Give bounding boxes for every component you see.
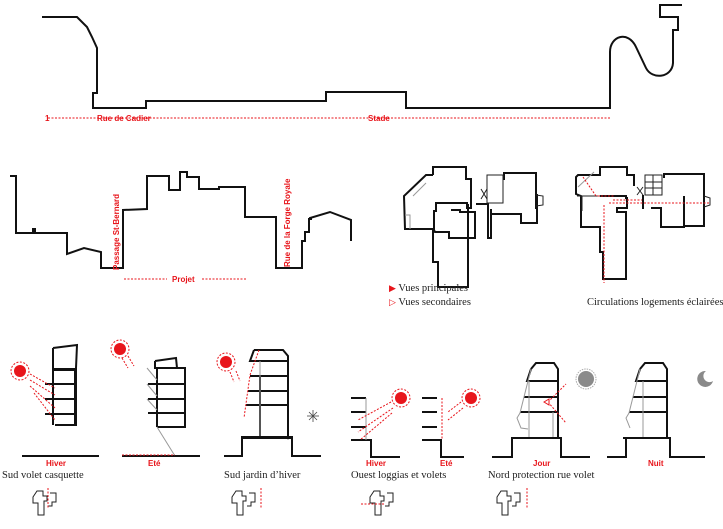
section-nord-jour-building — [514, 362, 559, 439]
middle-street-section — [10, 171, 352, 280]
section-nord-nuit-building — [623, 362, 668, 439]
label-sud-hiver: Hiver — [46, 459, 67, 468]
circulation-caption: Circulations logements éclairées — [587, 297, 723, 308]
label-ouest-hiver: Hiver — [366, 459, 387, 468]
label-nord-nuit: Nuit — [648, 459, 664, 468]
section-nord-jour-view — [547, 383, 567, 424]
sun-rays-incident — [447, 401, 464, 421]
label-sud-ete: Eté — [148, 459, 161, 468]
sun-rays — [110, 339, 130, 359]
sun-rays — [461, 388, 481, 408]
sun-rays — [391, 388, 411, 408]
sun-rays-incident — [229, 370, 241, 383]
moon-icon — [697, 370, 713, 387]
middle-section-right-building — [302, 210, 352, 242]
section-sud-ete-shade-lines — [146, 367, 176, 457]
label-ouest-ete: Eté — [440, 459, 453, 468]
project-label: Projet — [172, 275, 195, 284]
key-plan-sud-jardin — [231, 488, 262, 516]
key-plan-ouest — [361, 490, 394, 516]
section-nord-nuit-ground — [607, 437, 705, 458]
sun-icon — [114, 343, 126, 355]
sun-rays-incident — [121, 355, 135, 369]
key-plan-outline — [32, 490, 57, 516]
primary-view-icon: ▶ — [389, 283, 396, 293]
plan-circulation-bay — [703, 195, 711, 208]
key-plan-outline — [369, 490, 394, 516]
top-section-start-label: 1 — [45, 114, 50, 123]
section-ouest-hiver — [351, 388, 411, 458]
top-section-street-label: Rue de Cadier — [97, 114, 151, 123]
sun-rays-grey — [575, 368, 597, 390]
section-ouest-hiver-building — [351, 397, 400, 458]
caption-nord: Nord protection rue volet — [488, 470, 595, 481]
section-sud-ete — [110, 339, 200, 457]
section-sud-ete-building — [154, 356, 186, 428]
sun-icon — [395, 392, 407, 404]
plan-circulation-stair-steps — [645, 175, 662, 195]
label-nord-jour: Jour — [533, 459, 551, 468]
sun-icon — [220, 356, 232, 368]
key-plan-sud-volet — [32, 488, 57, 516]
top-section-stadium-label: Stade — [368, 114, 390, 123]
forge-royale-label: Rue de la Forge Royale — [283, 178, 292, 267]
sun-icon — [465, 392, 477, 404]
caption-sud-volet: Sud volet casquette — [2, 470, 84, 481]
sun-icon-grey — [578, 371, 594, 387]
key-plan-outline — [231, 490, 256, 516]
plan-views-glazing — [405, 182, 427, 229]
section-sud-hiver-floors — [45, 368, 77, 425]
section-nord-jour-ground — [492, 437, 590, 458]
top-section-profile — [42, 4, 682, 109]
sun-icon — [14, 365, 26, 377]
section-nord-nuit — [607, 362, 713, 458]
legend-secondary: ▷ Vues secondaires — [389, 297, 471, 308]
section-sud-jardin-building — [248, 349, 289, 438]
section-sud-jardin-glass — [243, 349, 260, 419]
snowflake-icon — [307, 410, 319, 422]
sun-rays-incident — [29, 373, 56, 421]
section-sud-jardin-ground — [224, 436, 321, 457]
section-sud-ete-floors — [148, 368, 185, 427]
section-ouest-ete — [422, 388, 481, 458]
legend-primary: ▶ Vues principales — [389, 283, 468, 294]
key-plan-outline — [496, 490, 521, 516]
secondary-view-icon: ▷ — [389, 297, 396, 307]
section-sud-jardin-floors — [246, 375, 288, 438]
passage-label: Passage St-Bernard — [112, 193, 121, 270]
caption-ouest: Ouest loggias et volets — [351, 470, 447, 481]
section-sud-hiver — [10, 343, 99, 457]
plan-circulation-glazing — [577, 171, 595, 188]
plan-views-bay — [535, 194, 544, 207]
caption-sud-jardin: Sud jardin d’hiver — [224, 470, 301, 481]
sun-rays — [10, 361, 30, 381]
legend-secondary-text: Vues secondaires — [398, 297, 471, 308]
section-sud-jardin-grid — [259, 361, 289, 440]
plan-circulation-lift-cross — [636, 186, 644, 196]
key-plans — [32, 488, 528, 516]
section-nord-nuit-lines — [625, 368, 644, 438]
plan-views-stair — [486, 174, 504, 204]
top-site-section — [42, 4, 682, 119]
plan-circulation — [575, 166, 711, 283]
sun-rays-incident — [357, 401, 394, 441]
section-nord-jour-lines — [516, 368, 554, 438]
plan-views — [402, 166, 544, 288]
section-ouest-ete-building — [422, 397, 464, 458]
middle-section-profile — [10, 171, 312, 269]
section-nord-jour — [492, 362, 597, 458]
view-triangle-icon — [543, 398, 550, 406]
plan-views-outline — [402, 166, 538, 288]
section-sud-jardin — [216, 349, 321, 457]
plan-circulation-paths — [582, 176, 710, 283]
sun-rays — [216, 352, 236, 372]
key-plan-nord — [496, 488, 528, 516]
legend-primary-text: Vues principales — [398, 283, 468, 294]
plan-views-lift-cross — [480, 188, 488, 200]
plan-circulation-outline — [575, 166, 705, 280]
